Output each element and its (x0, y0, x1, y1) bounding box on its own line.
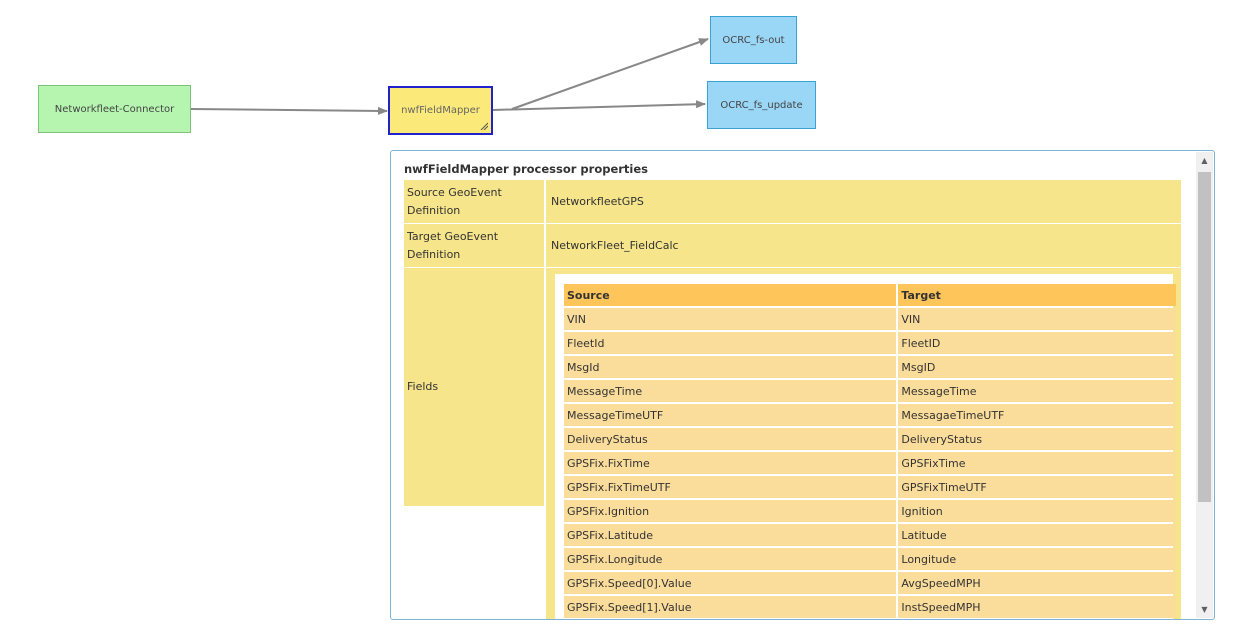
properties-popup: nwfFieldMapper processor properties Sour… (390, 150, 1215, 620)
target-field-cell: Latitude (898, 524, 1176, 546)
target-field-cell: MessagaeTimeUTF (898, 404, 1176, 426)
target-field-cell: MessageTime (898, 380, 1176, 402)
source-field-cell: GPSFix.Latitude (564, 524, 897, 546)
target-field-cell: Longitude (898, 548, 1176, 570)
column-header-source: Source (564, 284, 897, 306)
scroll-thumb[interactable] (1198, 172, 1211, 502)
source-field-cell: DeliveryStatus (564, 428, 897, 450)
property-row-target: Target GeoEvent Definition NetworkFleet_… (404, 224, 1181, 267)
node-ocrc-fs-out[interactable]: OCRC_fs-out (710, 16, 797, 64)
node-ocrc-fs-update[interactable]: OCRC_fs_update (707, 81, 816, 129)
target-field-cell: DeliveryStatus (898, 428, 1176, 450)
source-field-cell: MsgId (564, 356, 897, 378)
scroll-down-arrow-icon[interactable]: ▼ (1201, 605, 1208, 614)
node-label: Networkfleet-Connector (54, 103, 175, 115)
node-nwf-field-mapper[interactable]: nwfFieldMapper (388, 86, 493, 135)
table-header-row: Source Target (564, 284, 1176, 306)
edge-mapper-to-out[interactable] (511, 38, 709, 110)
source-field-cell: GPSFix.Ignition (564, 500, 897, 522)
source-field-cell: GPSFix.Speed[0].Value (564, 572, 897, 594)
node-label: OCRC_fs_update (720, 99, 803, 111)
source-definition-label: Source GeoEvent Definition (404, 180, 544, 223)
target-definition-value: NetworkFleet_FieldCalc (546, 224, 1181, 267)
property-row-source: Source GeoEvent Definition NetworkfleetG… (404, 180, 1181, 223)
source-field-cell: VIN (564, 308, 897, 330)
target-field-cell: GPSFixTimeUTF (898, 476, 1176, 498)
popup-scrollbar[interactable]: ▲ ▼ (1196, 152, 1213, 618)
target-field-cell: GPSFixTime (898, 452, 1176, 474)
popup-title: nwfFieldMapper processor properties (404, 162, 649, 176)
target-field-cell: FleetID (898, 332, 1176, 354)
target-definition-label: Target GeoEvent Definition (404, 224, 544, 267)
edge-connector-to-mapper[interactable] (190, 106, 388, 115)
target-field-cell: AvgSpeedMPH (898, 572, 1176, 594)
node-label: nwfFieldMapper (401, 105, 480, 116)
source-field-cell: FleetId (564, 332, 897, 354)
source-field-cell: MessageTimeUTF (564, 404, 897, 426)
target-field-cell: InstSpeedMPH (898, 596, 1176, 618)
resize-grip-icon[interactable] (480, 122, 488, 130)
source-definition-value: NetworkfleetGPS (546, 180, 1181, 223)
fields-label: Fields (404, 268, 544, 506)
target-field-cell: VIN (898, 308, 1176, 330)
source-field-cell: MessageTime (564, 380, 897, 402)
edge-mapper-to-update[interactable] (492, 100, 706, 111)
column-header-target: Target (898, 284, 1176, 306)
scroll-up-arrow-icon[interactable]: ▲ (1201, 156, 1208, 165)
source-field-cell: GPSFix.Longitude (564, 548, 897, 570)
node-label: OCRC_fs-out (722, 34, 785, 46)
target-field-cell: Ignition (898, 500, 1176, 522)
target-field-cell: MsgID (898, 356, 1176, 378)
source-field-cell: GPSFix.FixTimeUTF (564, 476, 897, 498)
node-networkfleet-connector[interactable]: Networkfleet-Connector (38, 85, 191, 133)
source-field-cell: GPSFix.FixTime (564, 452, 897, 474)
source-field-cell: GPSFix.Speed[1].Value (564, 596, 897, 618)
